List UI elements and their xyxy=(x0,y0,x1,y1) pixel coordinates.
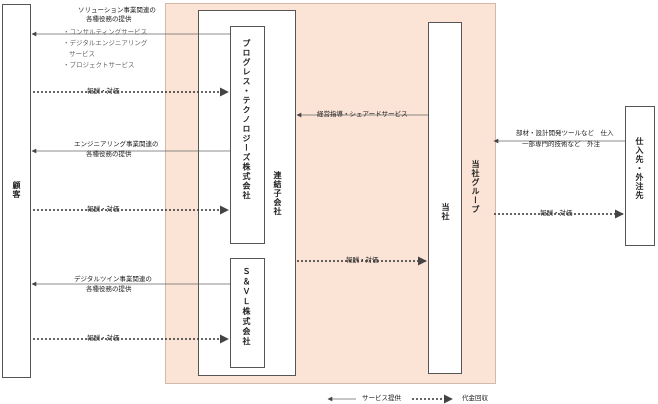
reward-label-5: 報酬・対価 xyxy=(540,209,573,217)
engineering-title-1: エンジニアリング事業関連の xyxy=(74,140,159,148)
consolidated-label: 連結子会社 xyxy=(273,171,282,216)
solution-item-1: ・コンサルティングサービス xyxy=(63,28,148,36)
reward-label-1: 報酬・対価 xyxy=(87,87,120,95)
solution-item-3: ・プロジェクトサービス xyxy=(63,61,135,69)
digital-twin-title-2: 各種役務の提供 xyxy=(86,285,132,293)
legend-service-label: サービス提供 xyxy=(362,394,401,402)
svl-label: Ｓ＆ＶＬ株式会社 xyxy=(242,267,251,347)
solution-item-2: ・デジタルエンジニアリング xyxy=(63,39,148,47)
reward-label-2: 報酬・対価 xyxy=(87,205,120,213)
solution-title-2: 各種役務の提供 xyxy=(86,15,132,23)
management-label: 経営指導・シェアードサービス xyxy=(317,110,408,118)
legend-payment-label: 代金回収 xyxy=(462,394,488,402)
engineering-title-2: 各種役務の提供 xyxy=(86,150,132,158)
svl-box: Ｓ＆ＶＬ株式会社 xyxy=(230,258,265,368)
supplier-label-2: 一部専門的技術など 外注 xyxy=(522,140,600,148)
solution-item-2b: サービス xyxy=(69,50,95,58)
company-label: 当社 xyxy=(441,203,450,221)
digital-twin-title-1: デジタルツイン事業関連の xyxy=(74,275,152,283)
customer-label: 顧客 xyxy=(12,181,21,199)
supplier-label-1: 部材・設計開発ツールなど 仕入 xyxy=(516,129,614,137)
solution-title-1: ソリューション事業関連の xyxy=(78,6,156,14)
reward-label-3: 報酬・対価 xyxy=(87,334,120,342)
reward-label-4: 報酬・対価 xyxy=(346,256,379,264)
group-label: 当社グループ xyxy=(471,160,480,214)
progress-label: プログレス・テクノロジーズ株式会社 xyxy=(242,39,251,201)
supplier-label: 仕入先・外注先 xyxy=(635,137,644,200)
supplier-box: 仕入先・外注先 xyxy=(625,106,655,246)
company-box: 当社 xyxy=(428,22,462,374)
customer-box: 顧客 xyxy=(2,4,31,378)
progress-box: プログレス・テクノロジーズ株式会社 xyxy=(230,26,265,244)
